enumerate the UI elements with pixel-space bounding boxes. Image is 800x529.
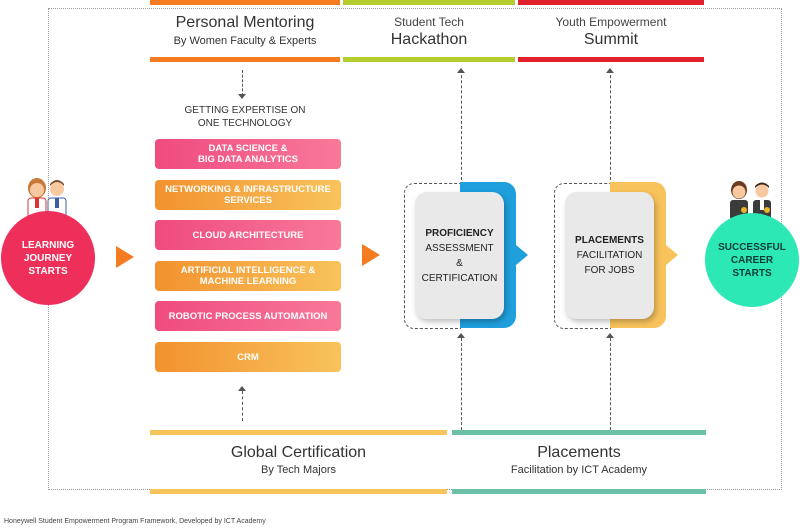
placements-bottom-connector [610,338,611,430]
end-circle-line: SUCCESSFUL [718,241,786,253]
tech-label-line: ARTIFICIAL INTELLIGENCE & [180,265,316,276]
hackathon-bottom-bar [343,57,515,62]
tech-box-ai-ml: ARTIFICIAL INTELLIGENCE &MACHINE LEARNIN… [155,261,341,291]
proficiency-card-line: ASSESSMENT [425,242,494,254]
hackathon-title-small: Student Tech [394,15,464,29]
tech-label-line: CRM [237,351,259,363]
end-circle-line: CAREER [730,254,774,266]
proficiency-card-title: PROFICIENCY [425,227,494,239]
placements-card-line: FACILITATION [576,250,643,261]
mentoring-bottom-bar [150,57,340,62]
placements-subtitle: Facilitation by ICT Academy [510,464,648,476]
certification-bottom-bar [150,489,447,494]
tech-label-line: BIG DATA ANALYTICS [198,154,298,165]
proficiency-card: PROFICIENCY ASSESSMENT & CERTIFICATION [415,192,504,319]
placements-dashed-bracket [554,183,611,329]
mentoring-subtitle: By Women Faculty & Experts [173,35,317,47]
footer-caption: Honeywell Student Empowerment Program Fr… [4,518,266,525]
graduates-group-icon [730,181,771,220]
placements-tab-arrow-icon [666,245,678,265]
mentoring-title: Personal Mentoring [175,14,315,31]
certification-arrow-up-icon [238,386,246,391]
proficiency-card-line: & [456,257,463,269]
certification-subtitle: By Tech Majors [261,464,336,476]
start-circle-line: STARTS [28,265,68,277]
tech-label-line: SERVICES [224,195,272,206]
proficiency-card-line: CERTIFICATION [421,272,498,284]
hackathon-top-bar [343,0,515,5]
mentoring-connector [242,70,243,96]
hackathon-arrow-down-icon [457,68,465,73]
summit-arrow-down-icon [606,68,614,73]
tech-box-rpa: ROBOTIC PROCESS AUTOMATION [155,301,341,331]
tech-box-data-science: DATA SCIENCE &BIG DATA ANALYTICS [155,139,341,169]
proficiency-dashed-bracket [404,183,461,329]
summit-top-bar [518,0,704,5]
proficiency-tab-arrow-icon [516,245,528,265]
hackathon-title-large: Hackathon [390,31,468,48]
certification-top-bar [150,430,447,435]
tech-label-line: NETWORKING & INFRASTRUCTURE [165,184,331,195]
mentoring-top-bar [150,0,340,5]
tech-label-line: ROBOTIC PROCESS AUTOMATION [168,310,328,322]
placements-arrow-up-icon [606,333,614,338]
tech-label-line: MACHINE LEARNING [199,276,297,287]
arrow-right-icon [116,246,134,268]
connector-arrow-down-icon [238,94,246,99]
expertise-label-line-1: GETTING EXPERTISE ON [184,105,306,116]
proficiency-arrow-up-icon [457,333,465,338]
placements-card: PLACEMENTS FACILITATION FOR JOBS [565,192,654,319]
summit-bottom-bar [518,57,704,62]
summit-title-small: Youth Empowerment [555,15,667,29]
learning-journey-start-circle: LEARNING JOURNEY STARTS [1,211,95,305]
tech-box-cloud: CLOUD ARCHITECTURE [155,220,341,250]
tech-label-line: CLOUD ARCHITECTURE [192,229,304,241]
end-circle-line: STARTS [732,267,772,279]
placements-card-line: FOR JOBS [584,265,635,276]
summit-title-large: Summit [583,31,639,48]
expertise-label-line-2: ONE TECHNOLOGY [197,118,293,129]
start-circle-line: LEARNING [21,239,75,251]
certification-title: Global Certification [230,444,367,461]
hackathon-connector [461,70,462,180]
placements-bottom-bar [452,489,706,494]
summit-connector [610,70,611,180]
tech-box-crm: CRM [155,342,341,372]
certification-connector [242,391,243,421]
placements-top-bar [452,430,706,435]
start-circle-line: JOURNEY [23,252,73,264]
tech-label-line: DATA SCIENCE & [208,143,288,154]
proficiency-bottom-connector [461,338,462,430]
placements-title: Placements [537,444,621,461]
expertise-label: GETTING EXPERTISE ON ONE TECHNOLOGY [160,104,330,130]
successful-career-end-circle: SUCCESSFUL CAREER STARTS [705,213,799,307]
arrow-right-icon [362,244,380,266]
placements-card-title: PLACEMENTS [575,235,644,246]
